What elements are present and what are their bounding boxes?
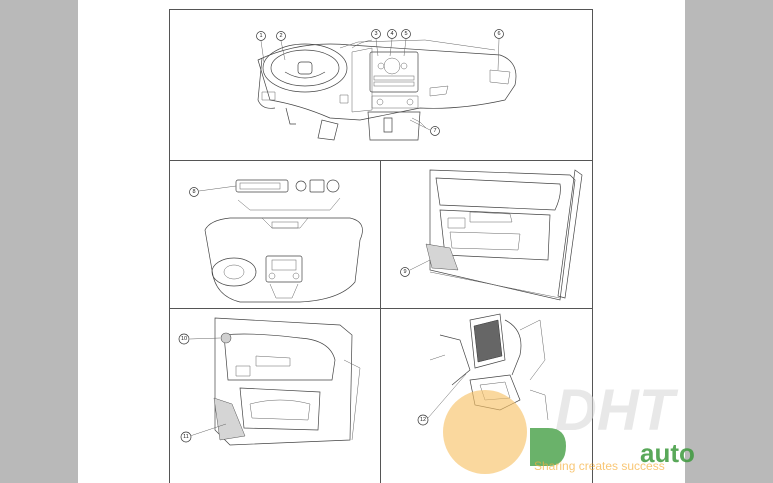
document-page: [78, 0, 685, 483]
svg-text:3: 3: [374, 31, 377, 37]
svg-text:11: 11: [183, 434, 189, 440]
watermark-brand-word: auto: [640, 438, 695, 468]
callout-6: 6: [494, 29, 504, 39]
callout-12: 12: [417, 414, 429, 426]
windshield-illustration: [204, 179, 363, 303]
instrument-panel-illustration: [257, 39, 517, 141]
watermark-logo-text: DHT: [555, 378, 679, 443]
watermark-sun-icon: [443, 390, 527, 474]
watermark-d-shape: [530, 428, 566, 466]
callout-9: 9: [400, 267, 410, 277]
callout-4: 4: [387, 29, 397, 39]
callout-11: 11: [180, 431, 192, 443]
panel-1-leaders: [260, 38, 500, 131]
svg-text:7: 7: [433, 128, 436, 134]
svg-text:10: 10: [181, 336, 187, 342]
callout-5: 5: [401, 29, 411, 39]
svg-text:4: 4: [390, 31, 393, 37]
svg-text:12: 12: [420, 417, 426, 423]
callout-2: 2: [276, 31, 286, 41]
panel-5-leader: [427, 373, 467, 419]
svg-text:5: 5: [404, 31, 407, 37]
svg-text:1: 1: [259, 33, 262, 39]
callout-10: 10: [178, 333, 190, 345]
watermark-tagline: Sharing creates success: [534, 459, 665, 473]
callout-7: 7: [430, 126, 440, 136]
panel-4-leaders: [189, 337, 227, 437]
svg-text:6: 6: [497, 31, 500, 37]
svg-text:8: 8: [192, 189, 195, 195]
panel-3-leader: [409, 259, 431, 271]
callout-1: 1: [256, 31, 266, 41]
front-door-illustration: [425, 169, 583, 301]
callout-3: 3: [371, 29, 381, 39]
panel-2-leader: [198, 185, 237, 192]
watermark-logo: DHT auto Sharing creates success: [443, 378, 695, 474]
rear-door-illustration: [213, 317, 361, 446]
figure-frame: [169, 9, 593, 483]
callout-8: 8: [189, 187, 199, 197]
svg-text:2: 2: [279, 33, 282, 39]
svg-text:9: 9: [403, 269, 406, 275]
